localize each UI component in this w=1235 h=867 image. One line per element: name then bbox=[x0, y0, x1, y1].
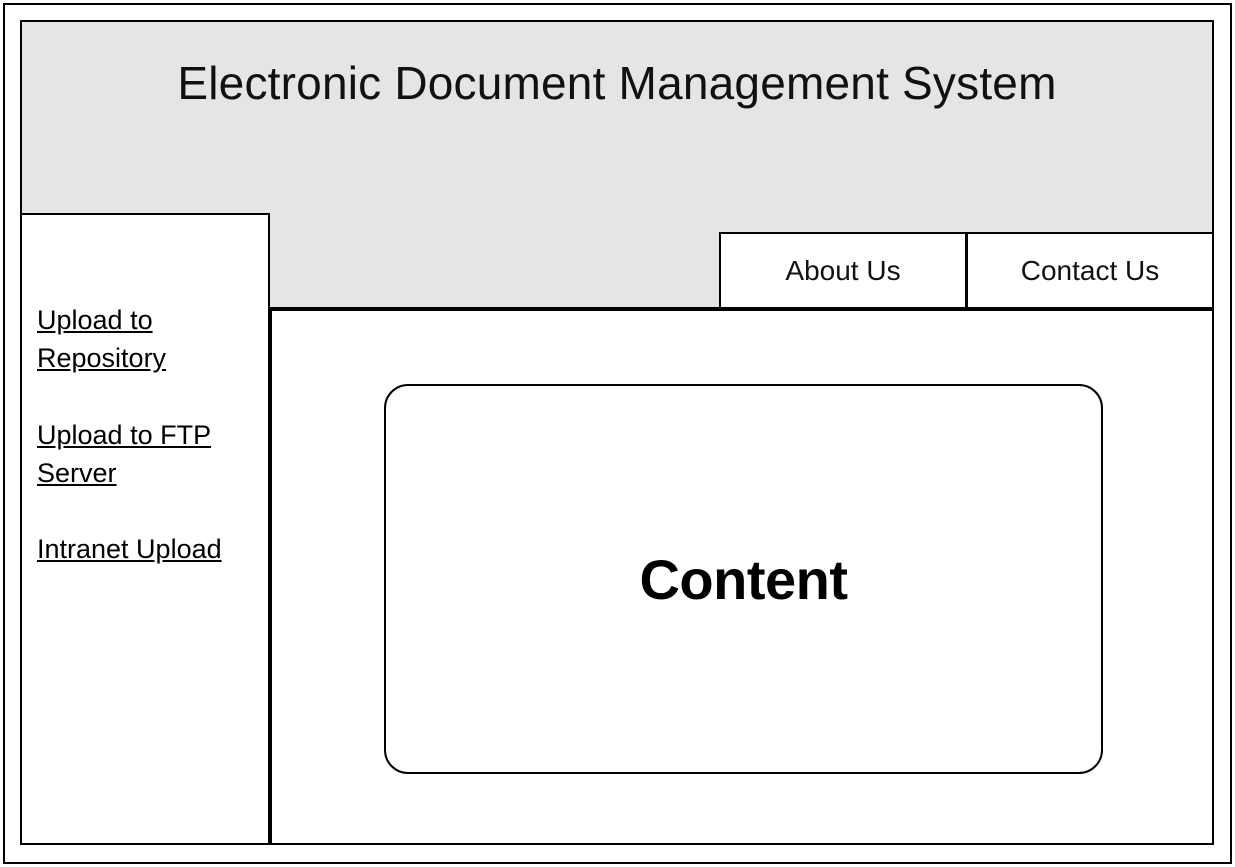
primary-navigation: About Us Contact Us bbox=[719, 232, 1214, 309]
content-placeholder-box: Content bbox=[384, 384, 1103, 774]
sidebar: Upload to Repository Upload to FTP Serve… bbox=[20, 213, 270, 845]
main-content-area: Content bbox=[270, 309, 1214, 845]
tab-about-us[interactable]: About Us bbox=[719, 232, 967, 309]
tab-contact-us[interactable]: Contact Us bbox=[967, 232, 1214, 309]
sidebar-item-upload-to-ftp-server[interactable]: Upload to FTP Server bbox=[37, 419, 212, 488]
page-title: Electronic Document Management System bbox=[177, 57, 1057, 109]
sidebar-item-upload-to-repository[interactable]: Upload to Repository bbox=[37, 305, 167, 374]
content-placeholder-label: Content bbox=[639, 547, 848, 611]
sidebar-item-intranet-upload[interactable]: Intranet Upload bbox=[37, 534, 222, 565]
